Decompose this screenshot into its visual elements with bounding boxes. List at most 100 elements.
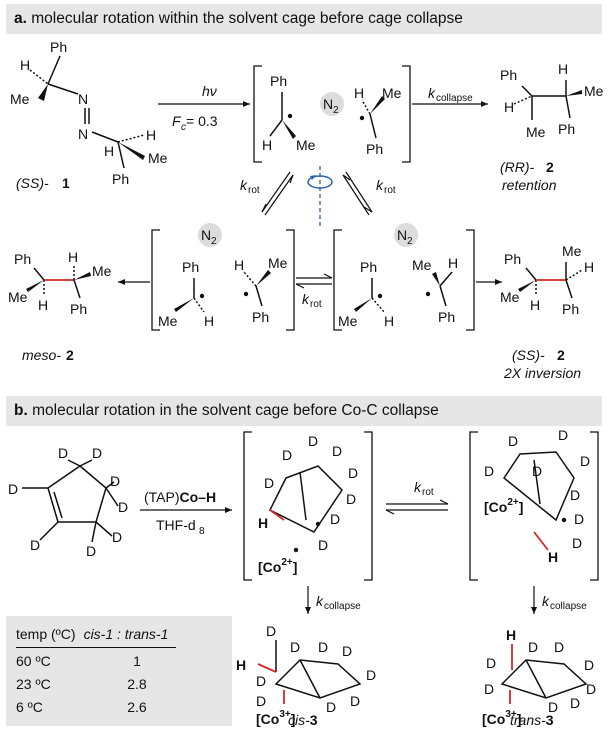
tap-label: (TAP) <box>144 489 180 505</box>
h-label: H <box>20 57 30 73</box>
d-label: D <box>584 657 594 673</box>
h-label: H <box>262 137 272 153</box>
k-rot-bottom: k rot <box>295 273 333 310</box>
ph-label: Ph <box>504 251 521 267</box>
d-label: D <box>570 695 580 711</box>
ph-label: Ph <box>366 141 383 157</box>
table-cell-temp: 60 ºC <box>16 653 51 669</box>
h-label: H <box>258 515 268 531</box>
photolysis-arrow: hν F c = 0.3 <box>158 83 250 133</box>
d-label: D <box>532 463 542 479</box>
ss-2-note: 2X inversion <box>503 365 581 381</box>
n2-label: N <box>397 227 407 243</box>
collapse-arrows-b: k collapse k collapse <box>305 586 587 614</box>
h-label: H <box>146 127 156 143</box>
d-label: D <box>318 537 328 553</box>
azo-n-1: N <box>78 91 88 107</box>
d-label: D <box>92 445 102 461</box>
k-collapse-sub: collapse <box>324 601 361 612</box>
ss-2-product: Ph Me H Me H Ph (SS)- 2 2X inversion <box>500 243 594 381</box>
co2-bracket-close: ] <box>293 559 298 575</box>
rr-2-number: 2 <box>546 159 554 175</box>
panel-b-title: molecular rotation in the solvent cage b… <box>32 402 439 419</box>
cyclopentene-d8: D D D D D D D D <box>8 445 128 559</box>
d-label: D <box>348 465 358 481</box>
co2-label: [Co <box>258 559 281 575</box>
me-label: Me <box>92 263 112 279</box>
h-label: H <box>236 657 246 673</box>
hv-label: hν <box>202 83 217 99</box>
svg-text:[Co3+]: [Co3+] <box>256 709 295 727</box>
k-letter: k <box>414 479 422 495</box>
k-letter: k <box>240 177 248 193</box>
table-header-row: temp (ºC) cis-1 : trans-1 <box>16 624 177 648</box>
solvent-subscript: 8 <box>199 526 205 537</box>
h-label: H <box>584 259 594 275</box>
n2-subscript: 2 <box>211 236 217 247</box>
ss-2-prefix: (SS)- <box>512 347 545 363</box>
n2-subscript: 2 <box>333 105 339 116</box>
d-label: D <box>282 447 292 463</box>
h-label: H <box>530 297 540 313</box>
d-label: D <box>508 433 518 449</box>
me-label: Me <box>158 313 178 329</box>
h-label: H <box>68 249 78 265</box>
k-rot-radicals: k rot <box>385 479 449 515</box>
ph-label: Ph <box>182 259 199 275</box>
radical-cage-trans: D D D D D D D D H [Co2+] <box>469 427 599 581</box>
table-cell-ratio: 1 <box>133 653 141 669</box>
d-label: D <box>548 699 558 715</box>
co2-bracket-close: ] <box>519 499 524 515</box>
h-label: H <box>384 313 394 329</box>
d-label: D <box>554 639 564 655</box>
d-label: D <box>366 667 376 683</box>
me-label: Me <box>148 150 168 166</box>
n2-label: N <box>323 96 333 112</box>
co-h-label: Co–H <box>180 489 217 505</box>
d-label: D <box>318 639 328 655</box>
me-label: Me <box>526 124 546 140</box>
ss-2-number: 2 <box>557 347 565 363</box>
cis-3-prefix: cis- <box>288 712 310 728</box>
h-label: H <box>448 255 458 271</box>
svg-text:[Co2+]: [Co2+] <box>484 497 523 515</box>
n2-label: N <box>201 227 211 243</box>
me-label: Me <box>338 313 358 329</box>
panel-b-letter: b. <box>14 402 28 419</box>
d-label: D <box>110 473 120 489</box>
k-letter: k <box>316 593 324 609</box>
d-label: D <box>326 699 336 715</box>
co2-charge: 2+ <box>507 497 519 508</box>
k-collapse-sub: collapse <box>550 601 587 612</box>
k-letter: k <box>376 177 384 193</box>
co3-bracket-close: ] <box>291 711 296 727</box>
d-label: D <box>290 639 300 655</box>
d-label: D <box>30 537 40 553</box>
ss-1-number: 1 <box>62 175 70 191</box>
temperature-ratio-table: temp (ºC) cis-1 : trans-1 60 ºC 1 23 ºC … <box>16 624 177 717</box>
d-label: D <box>342 643 352 659</box>
h-label: H <box>234 257 244 273</box>
ph-label: Ph <box>438 309 455 325</box>
d-label: D <box>256 673 266 689</box>
rr-2-prefix: (RR)- <box>500 159 535 175</box>
d-label: D <box>308 433 318 449</box>
h-label: H <box>354 85 364 101</box>
k-rot-sub: rot <box>248 185 260 196</box>
radical-cage-cis: D D D D D D D D H [Co2+] <box>243 431 373 581</box>
h-label: H <box>204 313 214 329</box>
ph-label: Ph <box>558 121 575 137</box>
d-label: D <box>264 475 274 491</box>
fc-label: F <box>172 113 182 129</box>
table-cell-temp: 23 ºC <box>16 676 51 692</box>
me-label: Me <box>382 85 402 101</box>
ph-label: Ph <box>252 309 269 325</box>
k-letter: k <box>428 85 436 101</box>
ph-label: Ph <box>70 301 87 317</box>
ph-label: Ph <box>360 259 377 275</box>
k-rot-sub: rot <box>310 299 322 310</box>
collapse-arrow-top: k collapse <box>412 85 488 107</box>
panel-b-header: b. molecular rotation in the solvent cag… <box>6 396 602 426</box>
k-rot-sub: rot <box>384 185 396 196</box>
me-label: Me <box>562 243 582 259</box>
